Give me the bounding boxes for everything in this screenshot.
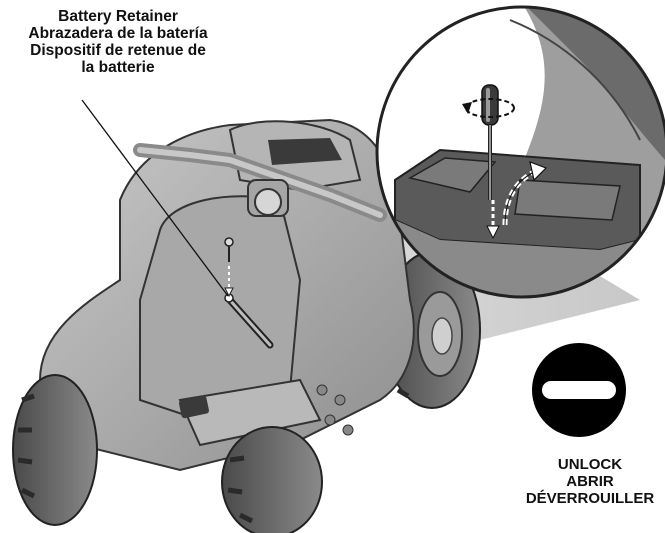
callout-label-fr-2: la batterie <box>81 59 155 76</box>
detail-zoom-circle <box>375 5 665 299</box>
unlock-label: UNLOCK ABRIR DÉVERROUILLER <box>515 456 665 507</box>
callout-leader-line <box>81 99 229 297</box>
handlebar <box>133 143 387 222</box>
retainer-screw-icon <box>224 237 234 298</box>
callout-label-fr-1: Dispositif de retenue de <box>30 42 206 59</box>
callout-label-en: Battery Retainer <box>58 8 178 25</box>
unlock-icon <box>532 343 626 437</box>
unlock-label-es: ABRIR <box>566 473 614 490</box>
battery-retainer-label: Battery Retainer Abrazadera de la baterí… <box>4 8 232 76</box>
callout-label-es: Abrazadera de la batería <box>28 25 208 42</box>
unlock-label-fr: DÉVERROUILLER <box>525 490 655 507</box>
front-right-tire <box>221 426 323 533</box>
unlock-label-en: UNLOCK <box>557 456 623 473</box>
front-left-tire <box>12 374 98 526</box>
